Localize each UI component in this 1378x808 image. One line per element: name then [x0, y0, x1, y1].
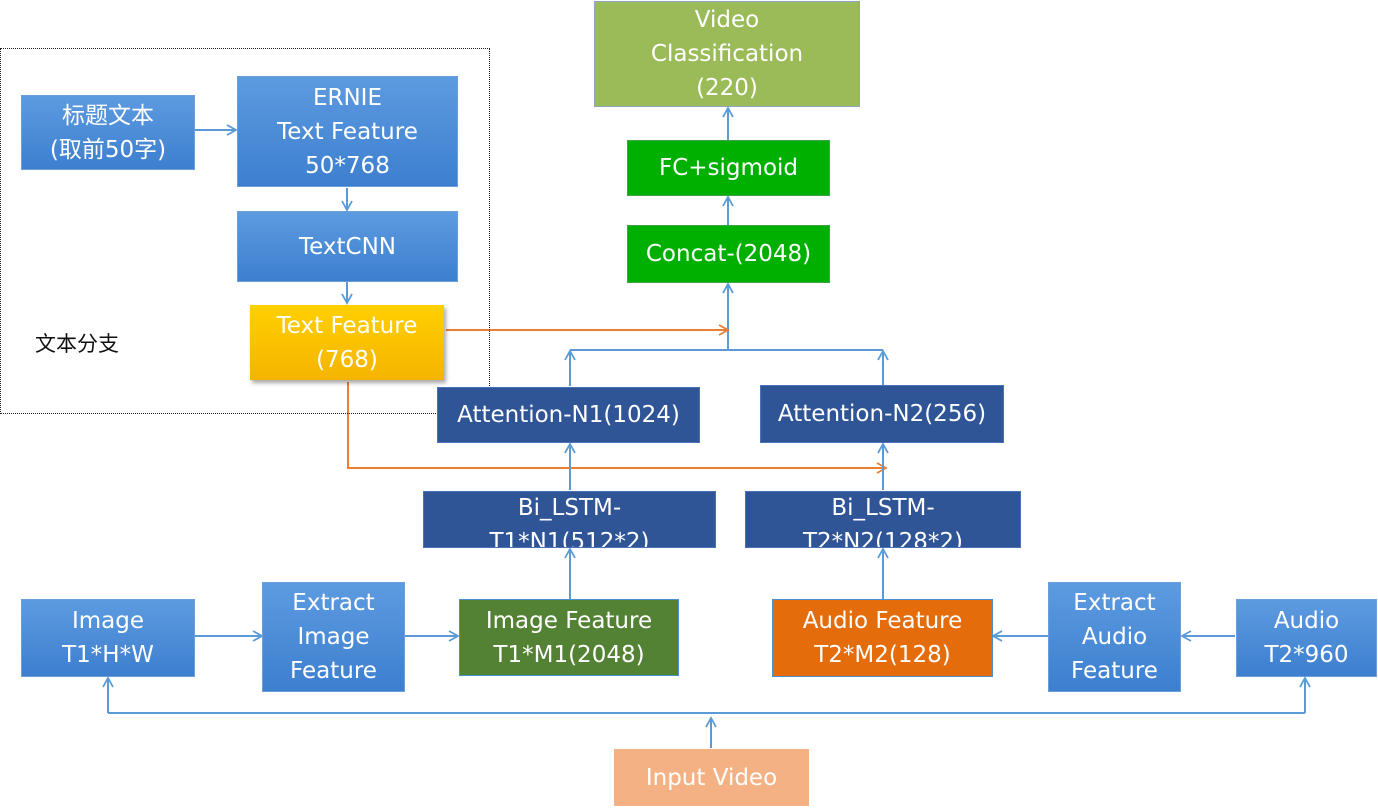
node-extract-audio-feature-line-3: Feature — [1071, 658, 1158, 684]
node-audio-line-2: T2*960 — [1264, 642, 1349, 668]
node-image-feature-line-2: T1*M1(2048) — [493, 641, 645, 668]
node-concat: Concat-(2048) — [627, 225, 830, 283]
node-textcnn-line-1: TextCNN — [299, 233, 396, 260]
node-textcnn: TextCNN — [237, 211, 458, 282]
node-attention-n2: Attention-N2(256) — [760, 385, 1004, 443]
node-attention-n1-line-1: Attention-N1(1024) — [457, 402, 680, 428]
node-video-classification-line-3: (220) — [696, 75, 758, 101]
text-branch-region — [0, 48, 490, 414]
node-extract-audio-feature-line-1: Extract — [1073, 590, 1156, 616]
node-ernie: ERNIE Text Feature 50*768 — [237, 76, 458, 187]
node-bi-lstm-1-line-1: Bi_LSTM- — [517, 494, 622, 521]
edge-textfeature-to-attention — [347, 382, 888, 474]
node-ernie-line-1: ERNIE — [312, 84, 383, 111]
node-input-video: Input Video — [614, 749, 809, 806]
node-extract-audio-feature-line-2: Audio — [1081, 624, 1148, 650]
node-title-text-line-1: 标题文本 — [62, 102, 154, 129]
node-video-classification-line-1: Video — [694, 7, 760, 33]
node-bi-lstm-1-line-2: T1*N1(512*2) — [489, 528, 650, 548]
node-attention-n2-line-1: Attention-N2(256) — [777, 401, 987, 427]
node-video-classification-line-2: Classification — [650, 41, 804, 67]
node-image-feature-line-1: Image Feature — [485, 607, 653, 634]
node-fc-sigmoid: FC+sigmoid — [627, 140, 830, 196]
node-ernie-line-3: 50*768 — [305, 152, 390, 179]
node-title-text-line-2: (取前50字) — [49, 136, 167, 163]
node-extract-image-feature-line-3: Feature — [290, 658, 377, 684]
node-bi-lstm-2-line-2: T2*N2(128*2) — [802, 528, 963, 548]
node-concat-line-1: Concat-(2048) — [645, 241, 812, 267]
node-audio-feature-line-2: T2*M2(128) — [814, 642, 951, 668]
node-audio-feature-line-1: Audio Feature — [802, 608, 963, 634]
text-branch-label: 文本分支 — [35, 332, 119, 356]
node-image-line-2: T1*H*W — [62, 642, 154, 668]
node-audio-line-1: Audio — [1273, 608, 1340, 634]
node-bi-lstm-1: Bi_LSTM- T1*N1(512*2) — [423, 491, 716, 548]
node-bi-lstm-2: Bi_LSTM- T2*N2(128*2) — [745, 491, 1021, 548]
node-input-video-line-1: Input Video — [645, 764, 778, 791]
node-text-feature-line-2: (768) — [316, 346, 378, 373]
node-text-feature-line-1: Text Feature — [276, 312, 418, 339]
node-title-text: 标题文本 (取前50字) — [21, 95, 195, 170]
node-extract-image-feature-line-1: Extract — [292, 590, 375, 616]
node-image-line-1: Image — [71, 608, 145, 634]
node-extract-image-feature-line-2: Image — [297, 624, 370, 650]
node-text-feature: Text Feature (768) — [250, 305, 444, 380]
node-attention-n1: Attention-N1(1024) — [437, 387, 700, 443]
node-bi-lstm-2-line-1: Bi_LSTM- — [831, 494, 935, 521]
node-ernie-line-2: Text Feature — [277, 118, 418, 145]
node-fc-sigmoid-line-1: FC+sigmoid — [659, 155, 798, 181]
